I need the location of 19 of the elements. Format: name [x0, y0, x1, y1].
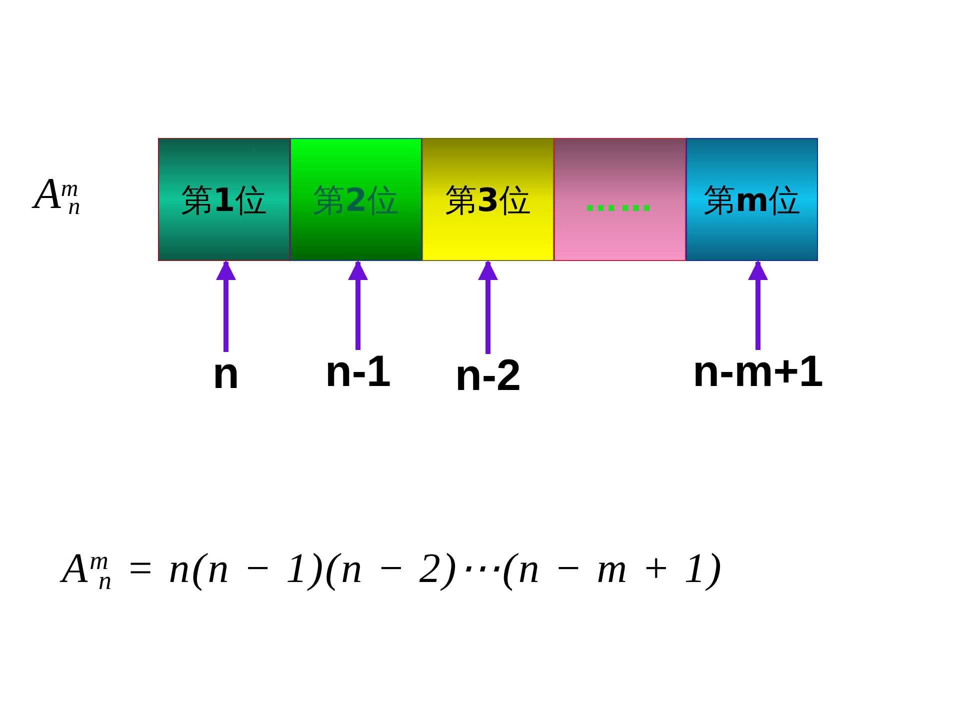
arrow [478, 260, 498, 354]
position-label: …… [584, 180, 656, 220]
choice-count: n [212, 352, 240, 396]
choice-count: n-2 [455, 354, 521, 398]
choice-count: n-m+1 [692, 350, 824, 394]
choice-count: n-1 [325, 350, 391, 394]
position-box [290, 138, 422, 261]
position-box [554, 138, 686, 261]
arrow [216, 260, 236, 352]
position-box [422, 138, 554, 261]
position-box [686, 138, 818, 261]
position-label: 第2位 [312, 180, 400, 220]
position-label: 第3位 [444, 180, 532, 220]
permutation-formula: A$^{m}$$_{n}$ = n(n − 1)(n − 2)⋯(n − m + 1) [62, 548, 724, 590]
arrow [748, 260, 768, 350]
position-box [158, 138, 290, 261]
arrow [348, 260, 368, 350]
position-label: 第1位 [180, 180, 268, 220]
position-label: 第m位 [703, 180, 801, 220]
